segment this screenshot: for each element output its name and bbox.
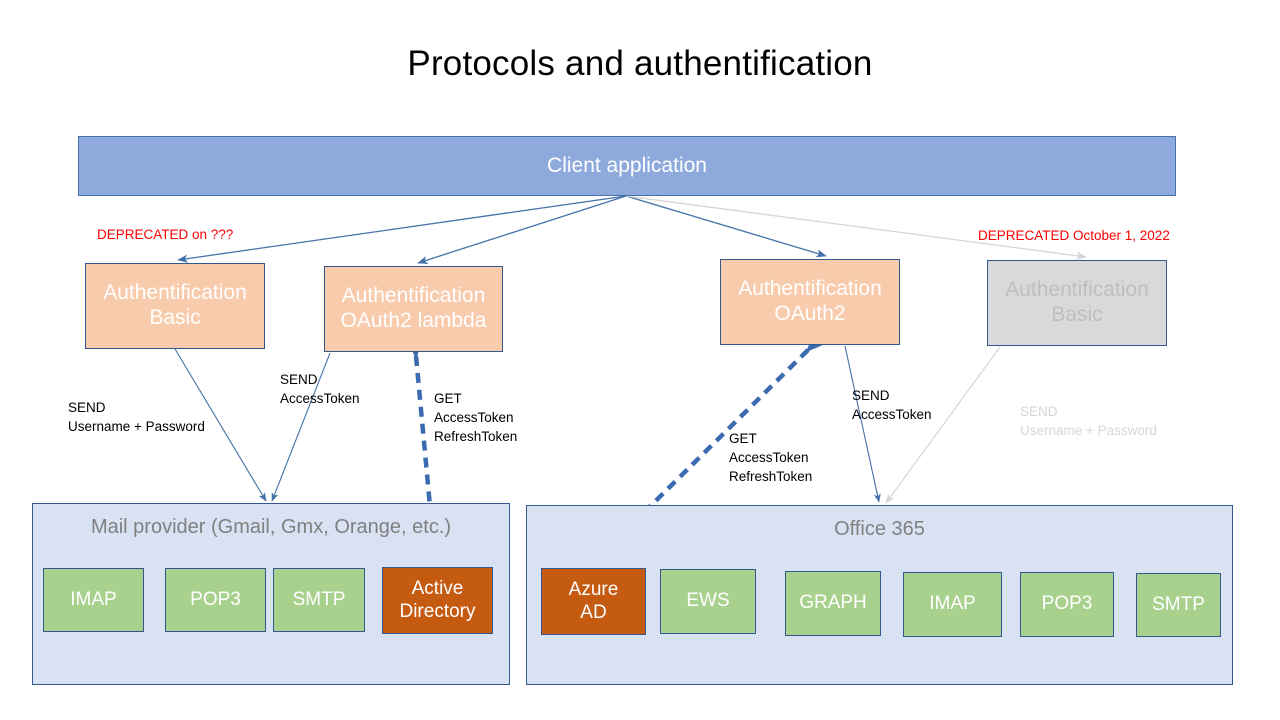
deprecated-label-basic-left: DEPRECATED on ???: [97, 227, 234, 242]
auth-box-oauth2-lambda-line2: OAuth2 lambda: [340, 309, 487, 332]
service-box-ews[interactable]: EWS: [660, 569, 756, 634]
service-box-active-directory-line1: Active: [411, 577, 464, 599]
page-title: Protocols and authentification: [407, 44, 873, 83]
note-get-tokens-right: GET AccessToken RefreshToken: [729, 431, 813, 485]
provider-mail-container[interactable]: Mail provider (Gmail, Gmx, Orange, etc.)…: [32, 503, 510, 685]
service-box-graph[interactable]: GRAPH: [785, 571, 881, 636]
auth-box-basic-mail-line2: Basic: [149, 306, 201, 329]
service-box-pop3-o365-line1: POP3: [1041, 593, 1093, 615]
service-box-imap-mail[interactable]: IMAP: [43, 568, 144, 632]
service-box-smtp-o365[interactable]: SMTP: [1136, 573, 1221, 637]
client-application-label: Client application: [547, 153, 707, 177]
auth-box-oauth2-lambda[interactable]: Authentification OAuth2 lambda: [324, 266, 503, 352]
auth-box-oauth2-line1: Authentification: [738, 277, 882, 301]
auth-box-basic-mail-line1: Authentification: [103, 281, 247, 305]
note-get-tokens-left: GET AccessToken RefreshToken: [434, 391, 518, 445]
provider-mail-title: Mail provider (Gmail, Gmx, Orange, etc.): [90, 516, 452, 538]
service-box-azure-ad-line2: AD: [580, 601, 607, 623]
note-send-username-password-left: SEND Username + Password: [68, 400, 205, 435]
service-box-smtp-mail-line1: SMTP: [292, 588, 346, 610]
service-box-ews-line1: EWS: [686, 590, 730, 612]
auth-box-basic-mail[interactable]: Authentification Basic: [85, 263, 265, 349]
note-send-username-password-right: SEND Username + Password: [1020, 404, 1157, 439]
service-box-active-directory-line2: Directory: [399, 600, 476, 622]
service-box-azure-ad-line1: Azure: [568, 578, 619, 600]
provider-office365-container[interactable]: Office 365 Azure AD EWS GRAPH IMAP POP3 …: [526, 505, 1233, 685]
note-send-accesstoken-left: SEND AccessToken: [280, 372, 360, 407]
service-box-imap-o365-line1: IMAP: [929, 593, 976, 615]
service-box-active-directory[interactable]: Active Directory: [382, 567, 493, 634]
client-application-box[interactable]: Client application: [78, 136, 1176, 196]
service-box-imap-mail-line1: IMAP: [70, 588, 117, 610]
service-box-azure-ad[interactable]: Azure AD: [541, 568, 646, 635]
auth-box-oauth2[interactable]: Authentification OAuth2: [720, 259, 900, 345]
service-box-imap-o365[interactable]: IMAP: [903, 572, 1002, 637]
provider-office365-title: Office 365: [834, 518, 925, 540]
deprecated-label-basic-right: DEPRECATED October 1, 2022: [978, 228, 1170, 243]
auth-box-basic-deprecated-line1: Authentification: [1005, 278, 1149, 302]
service-box-pop3-mail-line1: POP3: [190, 588, 241, 610]
service-box-pop3-o365[interactable]: POP3: [1020, 572, 1114, 637]
auth-box-oauth2-lambda-line1: Authentification: [341, 284, 486, 308]
service-box-pop3-mail[interactable]: POP3: [165, 568, 266, 632]
service-box-smtp-o365-line1: SMTP: [1152, 593, 1205, 615]
auth-box-oauth2-line2: OAuth2: [774, 302, 846, 325]
service-box-smtp-mail[interactable]: SMTP: [273, 568, 365, 632]
auth-box-basic-deprecated[interactable]: Authentification Basic: [987, 260, 1167, 346]
note-send-accesstoken-right: SEND AccessToken: [852, 388, 932, 423]
auth-box-basic-deprecated-line2: Basic: [1051, 303, 1103, 326]
service-box-graph-line1: GRAPH: [799, 592, 867, 614]
